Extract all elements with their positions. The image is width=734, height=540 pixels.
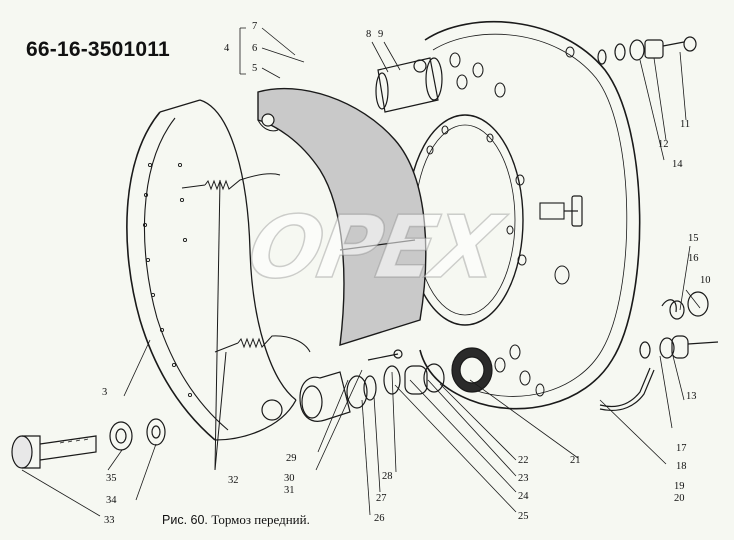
callout-6: 6 (252, 43, 258, 54)
caption-text: Тормоз передний. (211, 512, 310, 527)
upper-wheel-cylinder (375, 57, 443, 113)
callout-32: 32 (228, 475, 239, 486)
figure-caption: Рис. 60. Тормоз передний. (162, 512, 310, 528)
rivets (142, 162, 193, 398)
callout-25: 25 (518, 511, 529, 522)
callout-24: 24 (518, 491, 529, 502)
caption-prefix: Рис. (162, 513, 188, 527)
callout-9: 9 (378, 29, 384, 40)
callout-10: 10 (700, 275, 711, 286)
callout-22: 22 (518, 455, 529, 466)
callout-3: 3 (102, 387, 108, 398)
callout-20: 20 (674, 493, 685, 504)
callout-8: 8 (366, 29, 372, 40)
callout-7: 7 (252, 21, 258, 32)
front-brake-shoe-lining (257, 87, 427, 346)
callout-31: 31 (284, 485, 295, 496)
callout-30: 30 (284, 473, 295, 484)
callout-15: 15 (688, 233, 699, 244)
callout-35: 35 (106, 473, 117, 484)
callout-13: 13 (686, 391, 697, 402)
lower-wheel-cylinder (299, 347, 493, 422)
return-springs (181, 173, 311, 471)
plate-holes (426, 46, 575, 397)
callout-4: 4 (224, 43, 230, 54)
callout-33: 33 (104, 515, 115, 526)
callout-18: 18 (676, 461, 687, 472)
adjusting-bolt-assembly (11, 418, 166, 469)
callout-11: 11 (680, 119, 691, 130)
rear-brake-shoe (126, 99, 297, 441)
diagram-title: 66-16-3501011 (26, 38, 170, 61)
callout-21: 21 (570, 455, 581, 466)
callout-34: 34 (106, 495, 117, 506)
callout-28: 28 (382, 471, 393, 482)
watermark-logo: OPEX (240, 197, 505, 299)
callout-14: 14 (672, 159, 683, 170)
callout-16: 16 (688, 253, 699, 264)
callout-5: 5 (252, 63, 258, 74)
callout-12: 12 (658, 139, 669, 150)
callout-23: 23 (518, 473, 529, 484)
leader-lines (21, 27, 701, 517)
callout-29: 29 (286, 453, 297, 464)
caption-number: 60. (190, 513, 208, 527)
callout-27: 27 (376, 493, 387, 504)
callout-19: 19 (674, 481, 685, 492)
callout-17: 17 (676, 443, 687, 454)
callout-26: 26 (374, 513, 385, 524)
